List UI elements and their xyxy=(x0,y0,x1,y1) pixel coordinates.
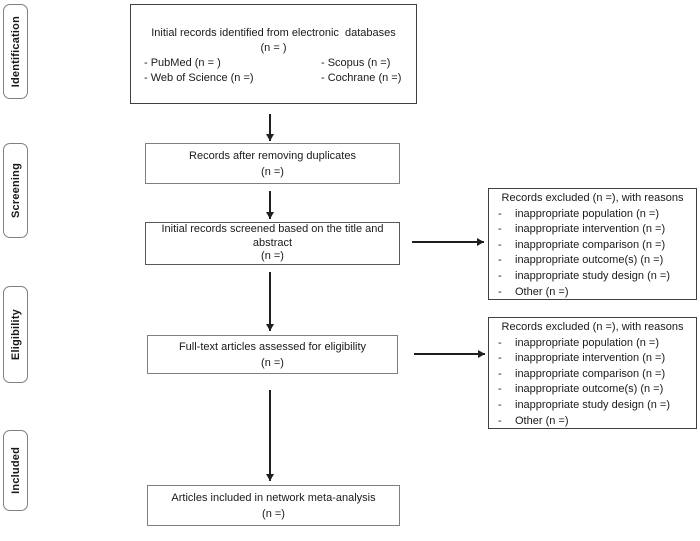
bullet-dash: - xyxy=(498,367,502,380)
arrow-screened-to-excluded xyxy=(412,238,484,245)
stage-box-identification: Identification xyxy=(3,4,28,99)
records-excluded-bottom-title: Records excluded (n =), with reasons xyxy=(501,321,684,333)
excluded-top-reason-text: inappropriate population (n =) xyxy=(515,207,660,220)
screened-records-title: Initial records screened based on the ti… xyxy=(161,223,384,249)
included-articles-count: (n =) xyxy=(262,507,285,520)
database-sources-list: - PubMed (n = ) - Scopus (n =) - Web of … xyxy=(131,56,416,86)
excluded-bottom-reason-intervention: - inappropriate intervention (n =) xyxy=(489,351,696,367)
arrow-deduplicated-to-screened xyxy=(266,191,273,219)
fulltext-assessed-title: Full-text articles assessed for eligibil… xyxy=(178,340,367,353)
stage-label-included: Included xyxy=(9,447,22,494)
excluded-top-reason-text: Other (n =) xyxy=(515,285,569,298)
bullet-dash: - xyxy=(498,398,502,411)
bullet-dash: - xyxy=(498,207,502,220)
deduplicated-records-box: Records after removing duplicates (n =) xyxy=(145,143,400,184)
arrow-fulltext-to-included xyxy=(266,390,273,481)
excluded-top-reason-text: inappropriate outcome(s) (n =) xyxy=(515,254,664,267)
records-excluded-top-box: Records excluded (n =), with reasons - i… xyxy=(488,188,697,300)
bullet-dash: - xyxy=(498,414,502,427)
stage-box-screening: Screening xyxy=(3,143,28,238)
screened-records-box: Initial records screened based on the ti… xyxy=(145,222,400,265)
arrow-fulltext-to-excluded xyxy=(414,350,485,357)
included-articles-title: Articles included in network meta-analys… xyxy=(171,491,376,504)
excluded-bottom-reason-text: inappropriate study design (n =) xyxy=(515,398,671,411)
bullet-dash: - xyxy=(498,238,502,251)
identified-records-box: Initial records identified from electron… xyxy=(130,4,417,104)
excluded-bottom-reason-study-design: - inappropriate study design (n =) xyxy=(489,398,696,414)
source-scopus: - Scopus (n =) xyxy=(321,57,391,69)
excluded-bottom-reason-outcome: - inappropriate outcome(s) (n =) xyxy=(489,382,696,398)
excluded-bottom-reason-text: inappropriate population (n =) xyxy=(515,336,660,349)
excluded-top-reason-other: - Other (n =) xyxy=(489,285,696,301)
excluded-bottom-reason-text: inappropriate comparison (n =) xyxy=(515,367,666,380)
included-articles-box: Articles included in network meta-analys… xyxy=(147,485,400,526)
stage-box-eligibility: Eligibility xyxy=(3,286,28,383)
identified-records-title: Initial records identified from electron… xyxy=(151,27,396,39)
excluded-top-reason-study-design: - inappropriate study design (n =) xyxy=(489,269,696,285)
excluded-bottom-reason-text: inappropriate intervention (n =) xyxy=(515,352,666,365)
deduplicated-records-title: Records after removing duplicates xyxy=(189,149,356,162)
stage-label-identification: Identification xyxy=(9,15,22,88)
source-cochrane: - Cochrane (n =) xyxy=(321,72,402,84)
excluded-top-reason-text: inappropriate intervention (n =) xyxy=(515,223,666,236)
identified-records-count: (n = ) xyxy=(260,42,287,54)
excluded-top-reason-intervention: - inappropriate intervention (n =) xyxy=(489,222,696,238)
bullet-dash: - xyxy=(498,383,502,396)
records-excluded-top-title: Records excluded (n =), with reasons xyxy=(501,192,684,204)
bullet-dash: - xyxy=(498,254,502,267)
fulltext-assessed-box: Full-text articles assessed for eligibil… xyxy=(147,335,398,374)
excluded-top-reason-population: - inappropriate population (n =) xyxy=(489,207,696,223)
bullet-dash: - xyxy=(498,285,502,298)
source-pubmed: - PubMed (n = ) xyxy=(144,57,221,69)
excluded-bottom-reason-population: - inappropriate population (n =) xyxy=(489,336,696,352)
fulltext-assessed-count: (n =) xyxy=(261,356,284,369)
arrow-screened-to-fulltext xyxy=(266,272,273,331)
deduplicated-records-count: (n =) xyxy=(261,165,284,178)
arrow-identified-to-deduplicated xyxy=(266,114,273,141)
stage-label-eligibility: Eligibility xyxy=(9,308,22,361)
bullet-dash: - xyxy=(498,269,502,282)
excluded-top-reason-comparison: - inappropriate comparison (n =) xyxy=(489,238,696,254)
bullet-dash: - xyxy=(498,352,502,365)
source-web-of-science: - Web of Science (n =) xyxy=(144,72,254,84)
excluded-top-reason-text: inappropriate study design (n =) xyxy=(515,269,671,282)
excluded-bottom-reason-other: - Other (n =) xyxy=(489,414,696,430)
excluded-bottom-reason-comparison: - inappropriate comparison (n =) xyxy=(489,367,696,383)
bullet-dash: - xyxy=(498,223,502,236)
screened-records-count: (n =) xyxy=(261,250,284,263)
excluded-top-reason-text: inappropriate comparison (n =) xyxy=(515,238,666,251)
stage-box-included: Included xyxy=(3,430,28,511)
bullet-dash: - xyxy=(498,336,502,349)
records-excluded-bottom-box: Records excluded (n =), with reasons - i… xyxy=(488,317,697,429)
excluded-bottom-reason-text: inappropriate outcome(s) (n =) xyxy=(515,383,664,396)
stage-label-screening: Screening xyxy=(9,163,22,218)
excluded-bottom-reason-text: Other (n =) xyxy=(515,414,569,427)
excluded-top-reason-outcome: - inappropriate outcome(s) (n =) xyxy=(489,253,696,269)
